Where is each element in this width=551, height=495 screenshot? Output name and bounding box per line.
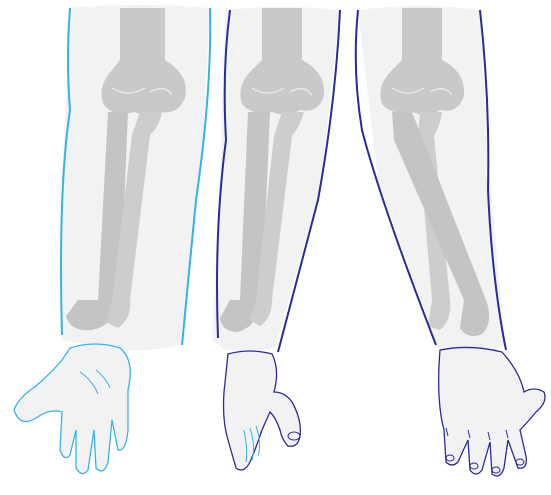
pronated-forearm xyxy=(356,6,545,476)
hand-2 xyxy=(224,351,301,470)
midprone-forearm xyxy=(212,7,340,470)
hand-1 xyxy=(14,344,130,474)
hand-3 xyxy=(439,347,545,476)
supinated-forearm xyxy=(14,5,210,474)
